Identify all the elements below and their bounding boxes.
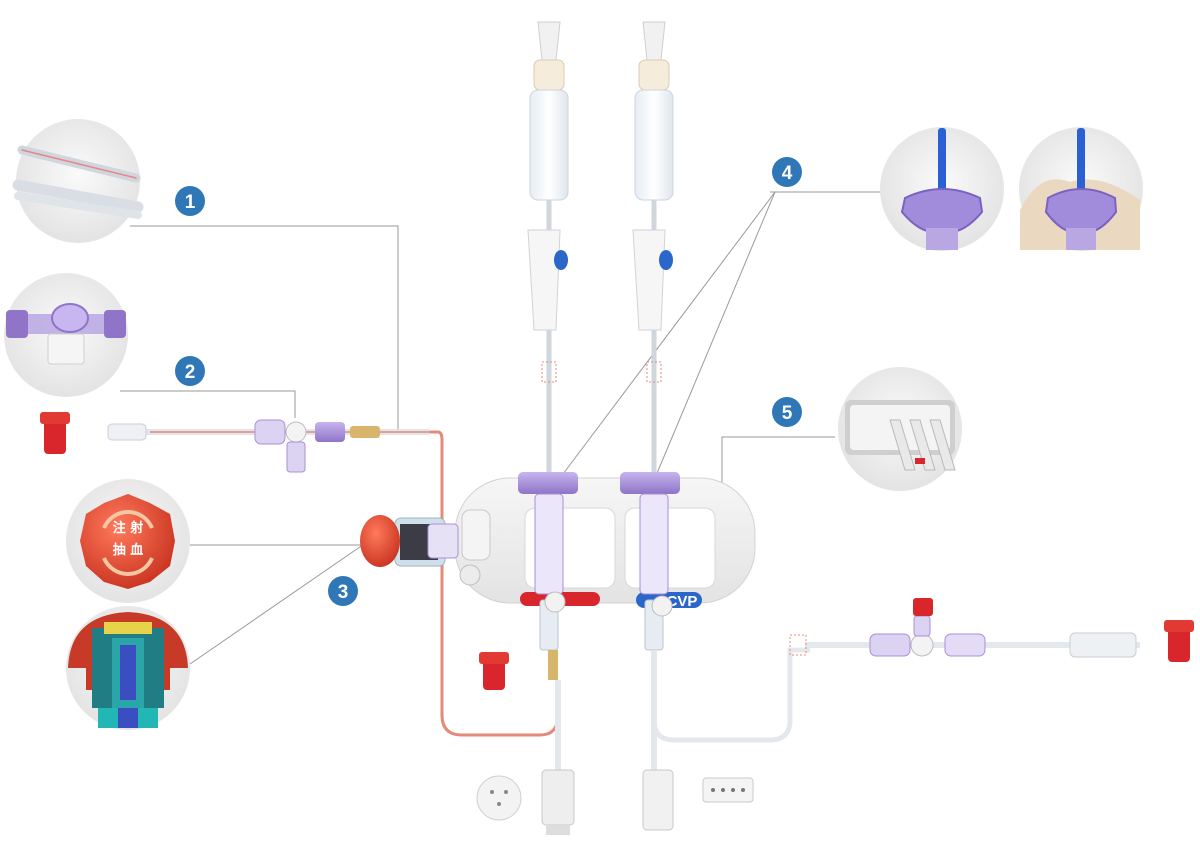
red-cap-center <box>479 652 509 690</box>
svg-text:3: 3 <box>338 582 349 603</box>
callout-1: 1 <box>175 186 205 216</box>
red-cap-icon <box>80 494 175 589</box>
detail-circle-flush-device <box>880 127 1004 251</box>
detail-circle-red-cap: 注 射 抽 血 <box>66 479 190 603</box>
red-cap-right <box>1168 628 1190 662</box>
cvp-label: CVP <box>667 593 698 610</box>
leader-line-2 <box>120 390 296 418</box>
injection-port-cap <box>360 515 459 567</box>
svg-text:4: 4 <box>782 163 793 184</box>
detail-circle-flush-in-hand <box>1019 127 1143 251</box>
callout-4: 4 <box>772 157 802 187</box>
leader-line-3b <box>189 539 371 665</box>
detail-circle-cross-section <box>66 606 190 730</box>
transducer-icon <box>642 769 674 831</box>
callout-2: 2 <box>175 356 205 386</box>
mounting-panel: CVP <box>454 477 756 610</box>
callout-markers: 1 2 3 4 5 <box>175 157 802 606</box>
leader-line-4a <box>559 191 776 479</box>
detail-circle-transducer-holder <box>838 367 962 491</box>
svg-text:5: 5 <box>782 403 793 424</box>
drip-chamber-icon <box>529 89 569 201</box>
bottom-connectors <box>476 680 754 835</box>
leader-lines <box>120 191 880 665</box>
drip-line-left <box>518 21 578 680</box>
right-tubing-assembly <box>789 598 1194 662</box>
left-tubing-assembly <box>40 412 560 737</box>
drip-line-right <box>620 21 810 780</box>
callout-5: 5 <box>772 397 802 427</box>
detail-circle-tubing <box>12 119 144 243</box>
inject-label: 注 射 <box>113 520 144 536</box>
connector-icon <box>107 423 147 441</box>
red-cap-left <box>44 420 66 454</box>
svg-text:1: 1 <box>185 192 196 213</box>
callout-3: 3 <box>328 576 358 606</box>
leader-line-1 <box>130 225 399 430</box>
stopcock-icon <box>254 419 286 445</box>
detail-circle-stopcock <box>4 273 128 397</box>
svg-text:2: 2 <box>185 362 196 383</box>
draw-blood-label: 抽 血 <box>113 542 144 558</box>
leader-line-4b <box>654 191 776 479</box>
